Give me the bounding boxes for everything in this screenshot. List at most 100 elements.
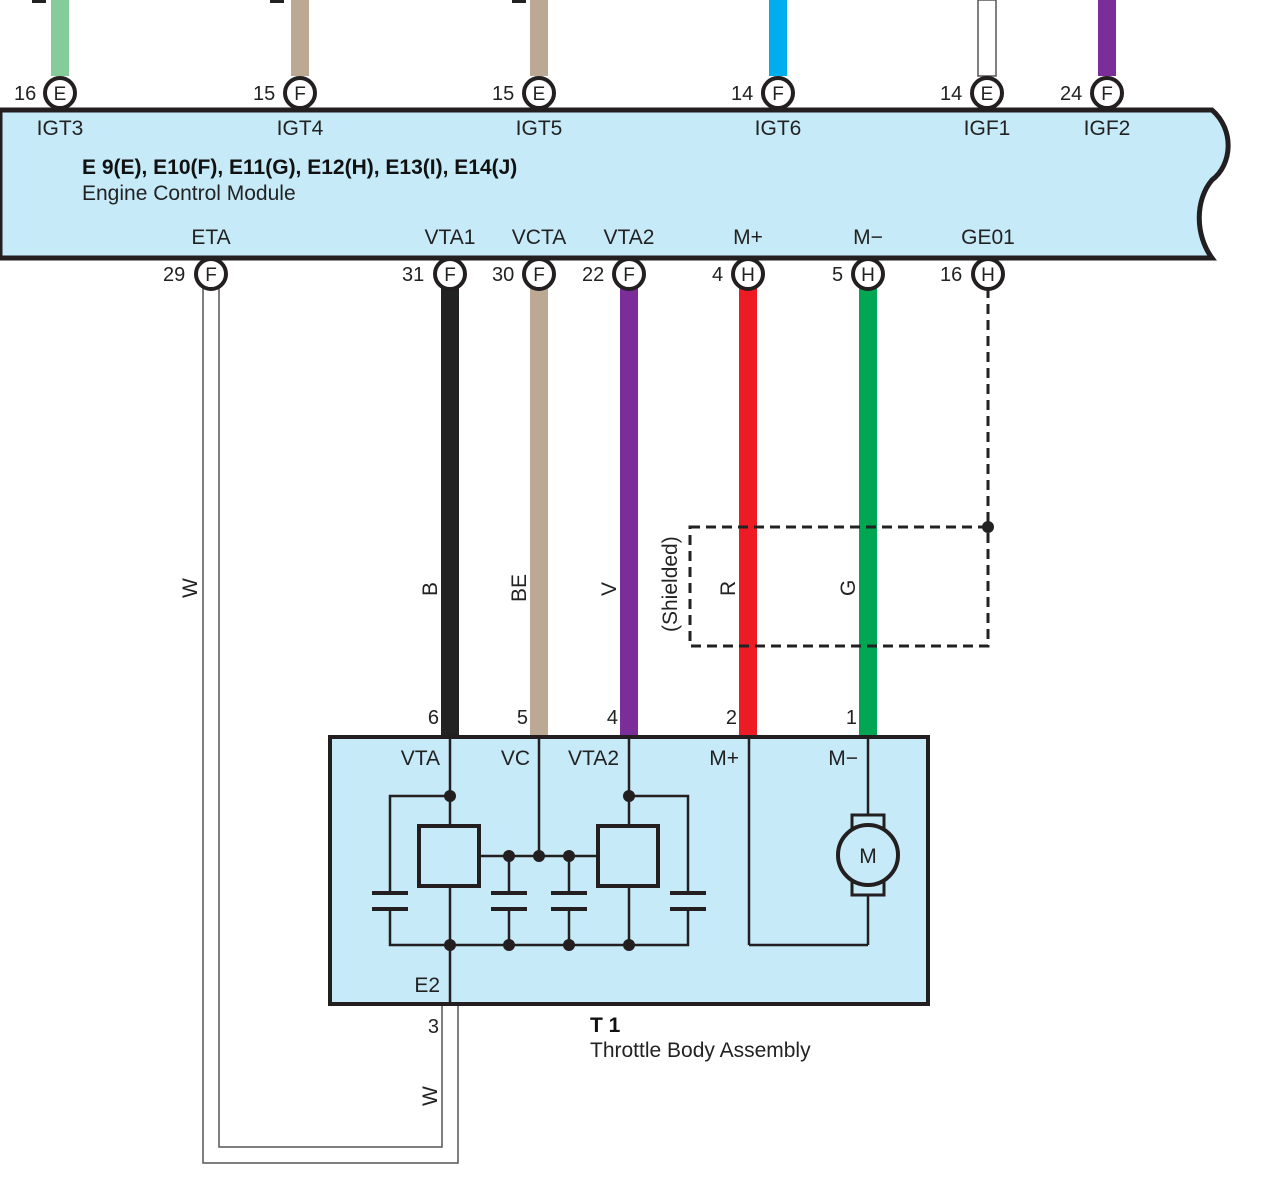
pin-mplus: M+ 4 H [712, 226, 765, 291]
tb-label-vta2: VTA2 [568, 747, 619, 770]
ecm-body [0, 107, 1231, 261]
pin-vta1: VTA1 31 F [402, 226, 476, 291]
shielded-label: (Shielded) [659, 536, 682, 632]
pin-label: IGT6 [755, 117, 802, 140]
tb-label-e2: E2 [414, 974, 440, 997]
pin-igf2: 24 F IGF2 [1060, 76, 1131, 140]
connector-circle [43, 76, 77, 110]
connector-circle [522, 76, 556, 110]
pin-igt3: 16 E IGT3 [14, 76, 84, 140]
pin-label: IGT3 [37, 117, 84, 140]
pin-label: M− [853, 226, 883, 249]
pin-number: 14 [731, 83, 753, 105]
tick-mark [32, 0, 46, 3]
connector-circle [522, 257, 556, 291]
tb-pin-number-mplus: 2 [726, 707, 737, 729]
connector-circle [1090, 76, 1124, 110]
pin-label: VTA2 [604, 226, 655, 249]
tick-mark [512, 0, 526, 3]
pin-label: VCTA [512, 226, 566, 249]
tick-mark [270, 0, 284, 3]
pin-igt6: 14 F IGT6 [731, 76, 802, 140]
connector-letter: H [861, 265, 875, 286]
top-wires [32, 0, 1116, 77]
connector-letter: F [533, 265, 545, 286]
pin-igt4: 15 F IGT4 [253, 76, 324, 140]
pin-mminus: M− 5 H [832, 226, 885, 291]
connector-circle [194, 257, 228, 291]
hall-sensor-1 [417, 824, 481, 888]
pin-label: IGF1 [964, 117, 1011, 140]
pin-label: GE01 [961, 226, 1015, 249]
pin-eta: ETA 29 F [163, 226, 231, 291]
wire-vcta-beige [530, 288, 548, 736]
wire-code-vta1: B [419, 582, 442, 596]
wire-igt5 [530, 0, 548, 76]
pin-vcta: VCTA 30 F [492, 226, 566, 291]
throttle-name: Throttle Body Assembly [590, 1039, 811, 1062]
connector-letter: H [741, 265, 755, 286]
pin-ge01: GE01 16 H [940, 226, 1015, 291]
connector-letter: E [533, 84, 546, 105]
wire-mminus-green [859, 288, 877, 736]
pin-vta2: VTA2 22 F [582, 226, 655, 291]
throttle-id: T 1 [590, 1014, 621, 1037]
wire-igt6 [769, 0, 787, 76]
wire-igf2 [1098, 0, 1116, 76]
wire-code-eta: W [179, 578, 202, 598]
connector-letter: E [981, 84, 994, 105]
pin-number: 16 [14, 83, 36, 105]
pin-igt5: 15 E IGT5 [492, 76, 562, 140]
ecm-subtitle: Engine Control Module [82, 182, 296, 205]
motor-label: M [859, 845, 877, 868]
pin-igf1: 14 E IGF1 [940, 76, 1011, 140]
pin-number: 29 [163, 264, 185, 286]
connector-letter: F [205, 265, 217, 286]
wire-igt3 [51, 0, 69, 76]
tb-label-mminus: M− [828, 747, 858, 770]
wire-code-vta2: V [598, 582, 621, 596]
wire-mplus-red [739, 288, 757, 736]
pin-number: 30 [492, 264, 514, 286]
connector-circle [971, 257, 1005, 291]
pin-label: M+ [733, 226, 763, 249]
tb-label-mplus: M+ [709, 747, 739, 770]
wire-igf1 [977, 0, 997, 77]
wire-vta2-violet [620, 288, 638, 736]
tb-pin-number-mminus: 1 [846, 707, 857, 729]
pin-number: 15 [253, 83, 275, 105]
connector-circle [970, 76, 1004, 110]
hall-sensor-2 [596, 824, 660, 888]
tb-label-vta: VTA [401, 747, 440, 770]
wire-code-mminus: G [837, 580, 860, 596]
ecm-top-pins: 16 E IGT3 15 F IGT4 15 E IGT5 14 F IGT6 [14, 76, 1131, 140]
connector-circle [761, 76, 795, 110]
connector-circle [731, 257, 765, 291]
wire-eta-white [202, 288, 459, 1164]
pin-number: 14 [940, 83, 962, 105]
pin-number: 4 [712, 264, 723, 286]
pin-number: 22 [582, 264, 604, 286]
connector-circle [283, 76, 317, 110]
pin-label: IGF2 [1084, 117, 1131, 140]
connector-letter: F [1101, 84, 1113, 105]
junction-dots [444, 790, 635, 951]
pin-number: 31 [402, 264, 424, 286]
capacitors [372, 891, 706, 911]
motor-icon: M [836, 813, 900, 897]
pin-number: 16 [940, 264, 962, 286]
connector-letter: F [772, 84, 784, 105]
ecm-bottom-pins: ETA 29 F VTA1 31 F VCTA 30 F VTA2 22 F M [163, 226, 1015, 291]
shield [688, 288, 994, 648]
pin-label: ETA [191, 226, 230, 249]
tb-pin-number-vc: 5 [517, 707, 528, 729]
connector-circle [433, 257, 467, 291]
connector-letter: F [623, 265, 635, 286]
pin-label: IGT4 [277, 117, 324, 140]
connector-letter: H [981, 265, 995, 286]
tb-label-vc: VC [501, 747, 530, 770]
pin-label: VTA1 [425, 226, 476, 249]
connector-letter: F [444, 265, 456, 286]
wire-code-e2: W [419, 1086, 442, 1106]
